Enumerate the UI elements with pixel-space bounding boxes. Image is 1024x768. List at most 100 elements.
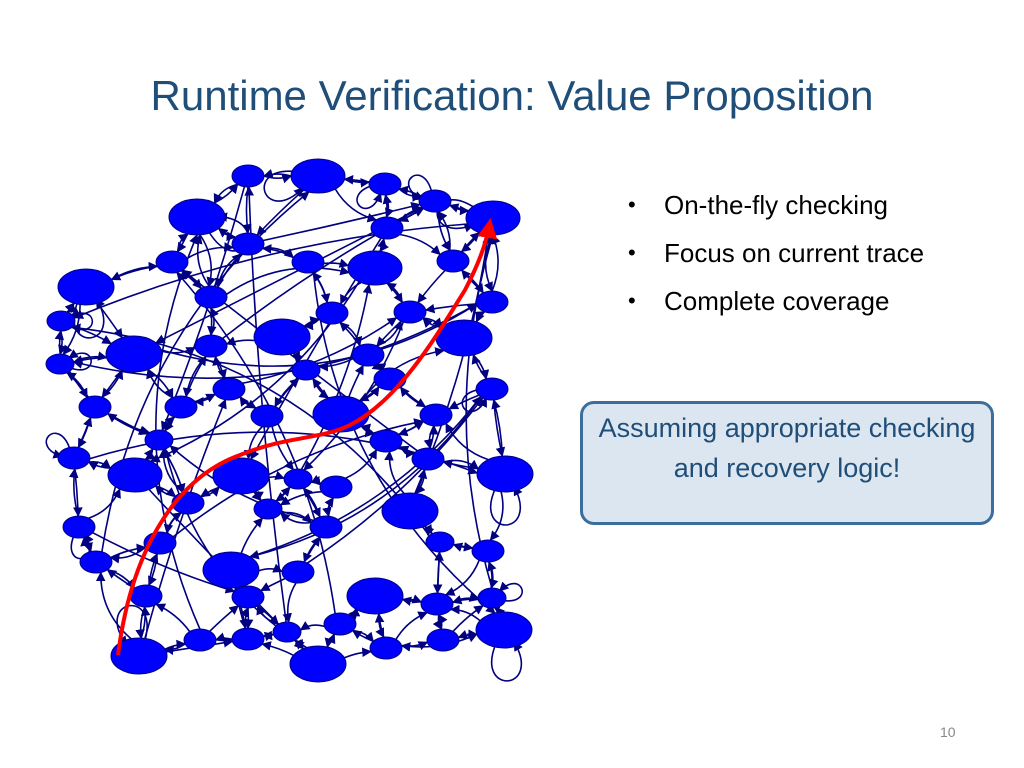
graph-node [471, 539, 505, 563]
graph-edge [164, 416, 176, 432]
graph-edge [343, 174, 370, 185]
graph-edge [155, 485, 177, 497]
graph-edge [193, 233, 210, 287]
graph-self-loop [70, 308, 94, 331]
graph-edge [209, 605, 240, 632]
graph-edge [451, 595, 479, 605]
graph-edge [110, 543, 147, 559]
graph-edge [107, 412, 148, 435]
graph-edge [442, 459, 479, 470]
graph-node [420, 592, 454, 616]
graph-edge [214, 183, 239, 204]
graph-node [436, 249, 470, 273]
graph-edge [274, 377, 300, 407]
graph-node [57, 268, 115, 306]
graph-node [370, 216, 404, 240]
graph-edge [492, 399, 506, 458]
graph-edge [324, 497, 334, 517]
graph-edge [146, 368, 174, 399]
graph-edge [239, 607, 249, 629]
graph-node [351, 343, 385, 367]
graph-node [425, 531, 455, 553]
graph-edge [242, 186, 252, 234]
graph-edge [147, 368, 174, 399]
graph-edge [172, 418, 424, 538]
current-trace-path [116, 218, 498, 656]
graph-node [477, 587, 507, 609]
graph-edge [95, 571, 132, 640]
graph-edge [312, 271, 328, 303]
graph-edge [261, 244, 294, 259]
graph-node [346, 577, 404, 615]
graph-edge [200, 486, 220, 498]
graph-edge [417, 269, 446, 304]
graph-node [319, 475, 353, 499]
graph-edge [424, 525, 435, 536]
graph-edge [491, 398, 504, 457]
graph-edge [339, 321, 361, 346]
graph-node [250, 404, 284, 428]
graph-node [419, 403, 453, 427]
graph-edge [438, 614, 448, 630]
graph-edge [263, 201, 421, 242]
graph-node [381, 492, 439, 530]
graph-edge [261, 641, 294, 657]
graph-node [312, 395, 370, 433]
graph-node [475, 611, 533, 649]
graph-edge [257, 605, 279, 625]
graph-edge [240, 517, 264, 554]
graph-node [253, 318, 311, 356]
graph-edge [143, 448, 154, 460]
graph-edge [448, 203, 469, 213]
graph-edge [106, 569, 136, 589]
graph-node [79, 550, 113, 574]
graph-edge [303, 536, 321, 563]
graph-node [291, 359, 321, 381]
graph-edge [256, 189, 304, 236]
graph-edge [239, 396, 257, 409]
graph-edge [194, 393, 216, 403]
graph-node [411, 447, 445, 471]
graph-self-loop [263, 170, 304, 202]
bullet-item: •Complete coverage [620, 282, 960, 320]
graph-edge [64, 302, 75, 313]
graph-edge [491, 234, 501, 292]
slide-title: Runtime Verification: Value Proposition [150, 72, 874, 119]
bullet-item: •Focus on current trace [620, 234, 960, 272]
graph-edge [310, 476, 322, 486]
graph-node [194, 285, 228, 309]
graph-edge [474, 311, 486, 323]
graph-edge [161, 346, 197, 356]
graph-edge [242, 317, 398, 384]
graph-node [373, 367, 407, 391]
graph-node [253, 498, 283, 520]
graph-node [231, 164, 265, 188]
graph-edge [148, 552, 159, 586]
graph-node [110, 637, 168, 675]
graph-self-loop [45, 432, 71, 459]
graph-edge [280, 512, 312, 524]
graph-edge [253, 491, 264, 501]
graph-node [144, 429, 174, 451]
graph-edge [449, 604, 481, 622]
bullet-icon: • [628, 240, 636, 265]
graph-edge [207, 307, 217, 336]
graph-node [369, 636, 403, 660]
graph-node [393, 300, 427, 324]
graph-edge [176, 271, 336, 614]
graph-edge [72, 303, 477, 379]
graph-self-loop [461, 388, 488, 413]
graph-node [309, 515, 343, 539]
graph-node [183, 628, 217, 652]
graph-edge [155, 603, 191, 633]
graph-node [212, 457, 270, 495]
graph-edge [348, 364, 364, 397]
graph-node [231, 232, 265, 256]
graph-edge [263, 631, 275, 642]
graph-node [78, 395, 112, 419]
graph-edge [300, 283, 373, 470]
graph-edge [66, 371, 88, 398]
graph-edge [444, 559, 480, 596]
graph-node [62, 515, 96, 539]
graph-edge [386, 282, 403, 304]
